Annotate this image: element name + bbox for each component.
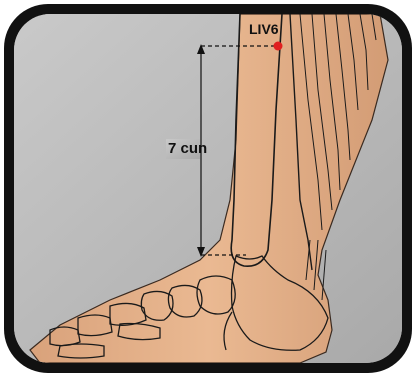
acupoint-dot	[274, 42, 283, 51]
image-frame: 7 cun LIV6	[4, 4, 412, 373]
acupoint-label: LIV6	[249, 21, 279, 37]
leg-illustration: 7 cun LIV6	[14, 14, 402, 363]
measurement-label: 7 cun	[168, 140, 207, 157]
illustration-panel: 7 cun LIV6	[14, 14, 402, 363]
